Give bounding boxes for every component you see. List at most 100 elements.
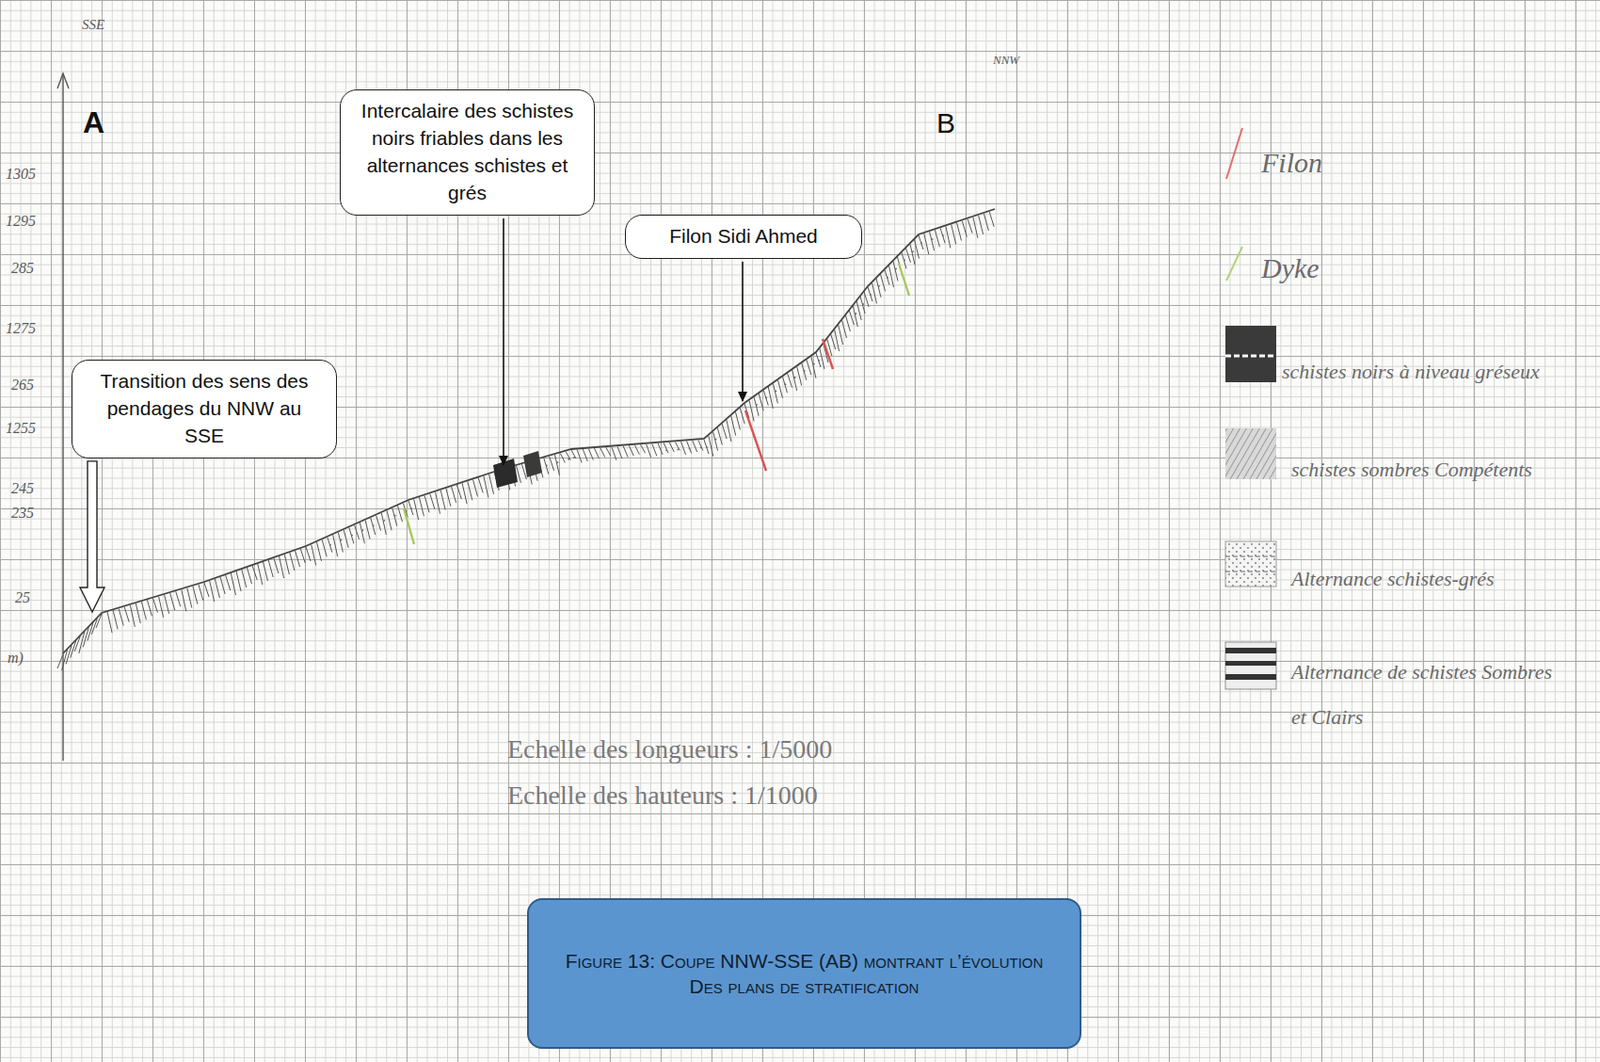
strata-tick [247, 567, 253, 584]
section-label: SSE [81, 16, 105, 33]
strata-tick [646, 444, 652, 458]
strata-tick [834, 329, 840, 352]
strata-tick [708, 435, 714, 457]
strata-tick [305, 546, 311, 561]
strata-tick [451, 486, 457, 503]
strata-tick [321, 539, 327, 557]
sandstone-dot [931, 238, 934, 240]
legend-text: schistes noirs à niveau gréseux [1281, 355, 1597, 388]
strata-tick [398, 505, 403, 522]
strata-tick [386, 510, 392, 530]
strata-tick [560, 452, 565, 463]
strata-tick [792, 369, 798, 391]
strata-tick [816, 352, 821, 368]
sandstone-dot [878, 285, 880, 288]
strata-tick [831, 334, 836, 350]
sandstone-dot [545, 464, 548, 467]
strata-tick [440, 490, 446, 511]
sandstone-dot [912, 250, 914, 253]
strata-tick [376, 515, 382, 531]
strata-tick [381, 512, 386, 535]
section-label: m) [7, 649, 24, 667]
profile-line [63, 208, 995, 654]
section-label: 235 [11, 504, 34, 522]
callout-text: Intercalaire des schistes noirs friables… [353, 97, 581, 208]
strata-tick [617, 446, 623, 459]
strata-tick [582, 448, 588, 462]
strata-tick [187, 588, 192, 608]
sandstone-dot [362, 528, 365, 531]
strata-tick [763, 390, 768, 406]
sandstone-dot [676, 448, 679, 451]
strata-tick [692, 440, 698, 452]
sandstone-dot [817, 359, 820, 362]
section-label: NNW [992, 52, 1020, 68]
legend-swatch [1225, 428, 1277, 480]
legend-swatch [1225, 641, 1277, 689]
strata-tick [483, 476, 489, 498]
strata-tick [852, 305, 858, 327]
section-label: 1305 [5, 165, 36, 183]
section-label: A [82, 105, 105, 141]
strata-tick [717, 427, 722, 445]
strata-tick [906, 248, 912, 263]
section-label: 245 [11, 480, 34, 497]
strata-tick [565, 451, 571, 461]
legend-line-sample [1226, 128, 1243, 179]
strata-tick [153, 598, 159, 613]
strata-tick [392, 508, 398, 527]
filon-vein [822, 338, 833, 369]
sandstone-dot [895, 268, 897, 271]
strata-tick [914, 240, 920, 259]
sandstone-dot [765, 397, 768, 400]
legend-swatch-detail [1225, 354, 1277, 358]
strata-tick [252, 565, 257, 580]
strata-tick [698, 440, 704, 451]
strata-tick [594, 448, 600, 459]
strata-tick [811, 356, 816, 379]
strata-tick [893, 261, 898, 282]
hollow-arrow [80, 461, 105, 612]
legend-line-sample [1226, 246, 1243, 281]
strata-tick [957, 223, 962, 241]
legend-text: Alternance de schistes Sombres et Clairs [1291, 649, 1565, 741]
strata-tick [731, 416, 736, 436]
strata-tick [872, 282, 878, 304]
topographic-profile [57, 208, 995, 671]
legend-swatch [1225, 541, 1277, 587]
strata-tick [600, 448, 606, 458]
strata-tick [753, 397, 759, 416]
strata-tick [704, 439, 709, 454]
strata-tick [845, 315, 850, 332]
strata-tick [107, 611, 112, 633]
strata-tick [473, 479, 479, 496]
strata-tick [549, 456, 555, 471]
sandstone-dot [340, 539, 343, 542]
strata-tick [801, 363, 807, 381]
strata-tick [889, 265, 895, 288]
strata-tick [864, 291, 869, 307]
sandstone-dot [372, 524, 375, 527]
strata-tick [359, 522, 365, 544]
strata-tick [856, 301, 862, 320]
strata-tick [951, 224, 957, 244]
strata-tick [940, 227, 945, 243]
sandstone-dot [700, 447, 703, 449]
strata-tick [713, 432, 719, 451]
strata-tick [176, 591, 181, 607]
strata-tick [721, 423, 727, 439]
strata-tick [257, 563, 263, 585]
strata-tick [918, 235, 924, 250]
dyke [898, 263, 910, 296]
section-label: B [936, 107, 956, 140]
section-label: 1295 [5, 212, 36, 230]
callout-box: Transition des sens des pendages du NNW … [71, 359, 337, 459]
section-label: 25 [15, 589, 31, 607]
strata-tick [146, 599, 152, 616]
strata-tick [819, 348, 825, 369]
strata-tick [806, 359, 812, 375]
elevation-axis [62, 75, 64, 761]
strata-tick [681, 441, 687, 455]
strata-tick [973, 217, 978, 239]
